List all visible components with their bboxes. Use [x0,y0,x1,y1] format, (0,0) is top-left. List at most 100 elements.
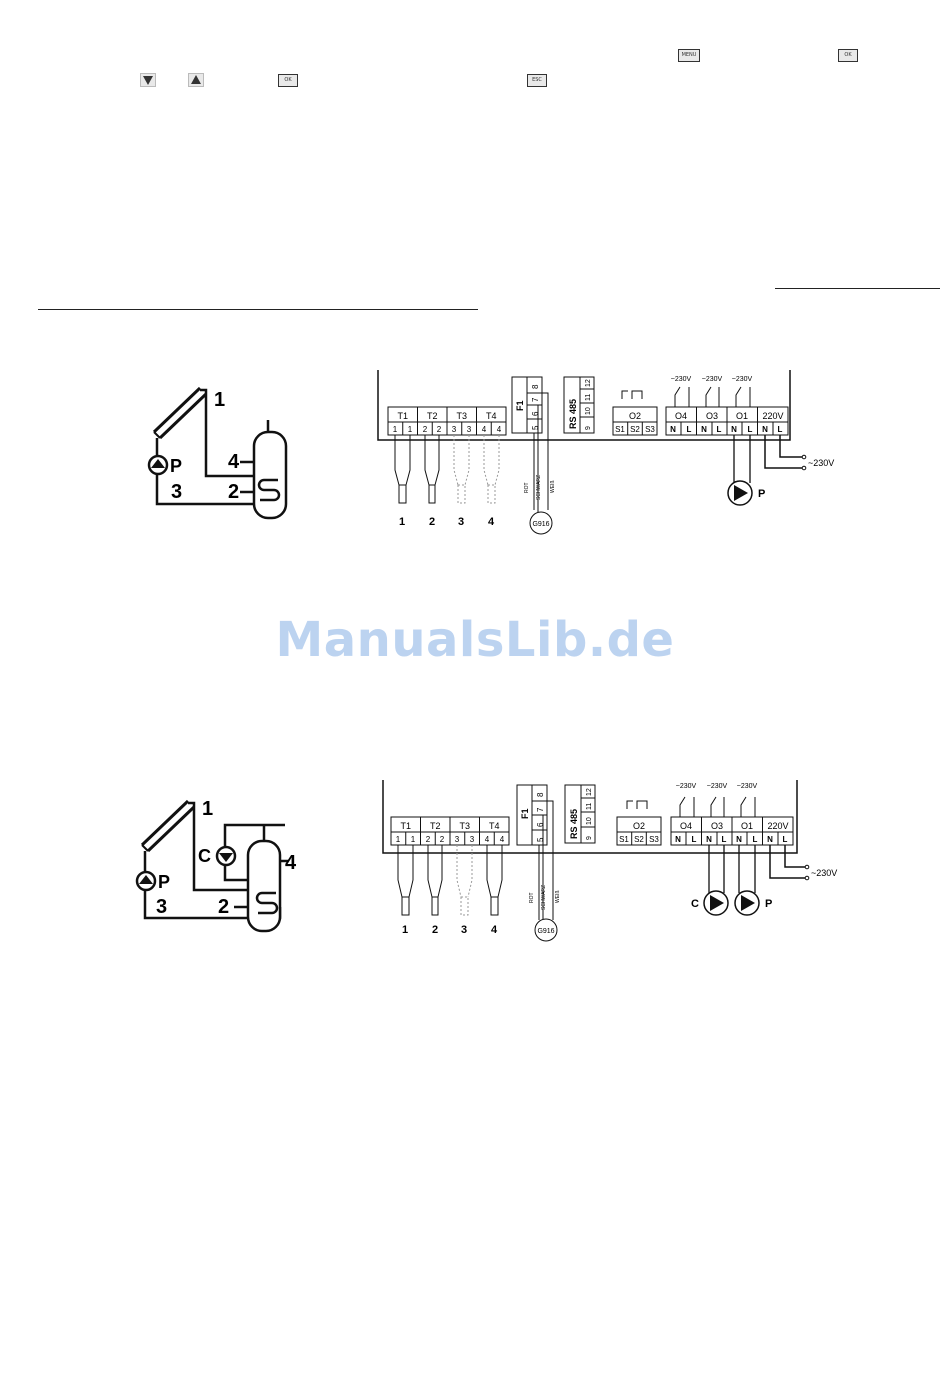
terminal-T1: T1 [400,821,411,831]
probe-label-1: 1 [399,516,405,528]
voltage-label: ~230V [702,376,723,383]
hydraulic-scheme-2: 1 4 2 3 P C [135,798,297,933]
rs485-pin: 10 [585,407,592,415]
watermark-text: ManualsLib.de [275,612,675,668]
terminal-num: 3 [467,425,472,434]
output-pin: N [762,425,768,434]
ok-button-icon: OK [838,49,858,62]
terminal-num: 2 [440,835,445,844]
storage-tank-icon [252,420,288,520]
o2-pin: S3 [645,425,655,434]
output-pin: N [731,425,737,434]
output-O4: O4 [680,821,692,831]
circulation-pump-icon [215,845,237,867]
output-O1: O1 [736,411,748,421]
pump-P-icon [734,890,760,916]
terminal-T4: T4 [486,411,497,421]
sensor-probes [394,435,500,504]
output-220V: 220V [762,411,783,421]
sensor-label: G916 [532,521,549,528]
mains-label: ~230V [808,458,834,468]
rs485-label: RS 485 [568,399,578,429]
label-pump: P [158,872,170,892]
wire-color-label: WEIß [555,891,561,904]
probe-label-2: 2 [429,516,435,528]
pump-icon [135,870,157,892]
probe-label-4: 4 [488,516,495,528]
sensor-label: G916 [537,928,554,935]
f1-terminal: F1 8 7 6 5 [511,376,543,434]
terminal-num: 4 [500,835,505,844]
terminal-num: 4 [485,835,490,844]
output-pin: N [706,835,712,844]
output-O3: O3 [706,411,718,421]
f1-label: F1 [515,400,525,411]
probe-label-3: 3 [461,924,467,936]
label-tank-bottom: 2 [228,481,239,503]
output-pin: L [778,425,783,434]
voltage-label: ~230V [676,783,697,790]
wire-color-label: WEIß [550,481,556,494]
terminal-num: 1 [396,835,401,844]
terminal-num: 1 [408,425,413,434]
o2-label: O2 [629,411,641,421]
wire-color-label: SCHWARZ [536,475,542,500]
o2-relay-terminal: O2 S1 S2 S3 [612,390,658,436]
label-tank-top: 4 [285,852,297,874]
g916-sensor-icon [534,918,558,942]
divider-rule-right [775,288,940,289]
label-collector: 1 [214,389,225,411]
output-pin: L [692,835,697,844]
output-pin: L [722,835,727,844]
o2-pin: S2 [630,425,640,434]
hydraulic-scheme-1: 1 4 2 3 P [147,386,288,520]
label-circ: C [198,846,211,866]
o2-pin: S3 [649,835,659,844]
probe-label-2: 2 [432,924,438,936]
terminal-num: 2 [437,425,442,434]
o2-pin: S2 [634,835,644,844]
terminal-num: 2 [426,835,431,844]
up-arrow-icon [188,73,204,87]
esc-button-icon: ESC [527,74,547,87]
rs485-label: RS 485 [569,809,579,839]
wiring-diagram-2: T1 T2 T3 T4 1 1 2 2 3 3 4 4 F1 8 7 6 5 R… [382,780,837,942]
down-arrow-icon [140,73,156,87]
label-tank-top: 4 [228,451,240,473]
output-pin: L [717,425,722,434]
pump-label: C [691,898,699,910]
pump-P-icon [727,480,753,506]
pump-C-icon [703,890,729,916]
output-terminals: O4 O3 O1 220V N L N L N L N L ~230V ~230… [665,376,789,436]
terminal-num: 4 [482,425,487,434]
output-pin: L [687,425,692,434]
probe-label-1: 1 [402,924,408,936]
output-pin: L [753,835,758,844]
f1-pin: 5 [531,425,540,430]
terminal-block-T: T1 T2 T3 T4 1 1 2 2 3 3 4 4 [387,406,507,436]
rs485-pin: 9 [586,836,593,840]
output-pin: N [675,835,681,844]
output-220V: 220V [767,821,788,831]
rs485-pin: 12 [586,788,593,796]
pump-icon [147,454,169,476]
voltage-label: ~230V [737,783,758,790]
terminal-block-T: T1 T2 T3 T4 1 1 2 2 3 3 4 4 [390,816,510,846]
output-pin: N [701,425,707,434]
solar-collector-icon [152,386,208,440]
terminal-T4: T4 [489,821,500,831]
label-pump: P [170,456,182,476]
f1-pin: 6 [536,822,545,827]
rs485-terminal: RS 485 12 11 10 9 [563,376,595,434]
output-terminals: O4 O3 O1 220V N L N L N L N L ~230V ~230… [670,783,794,846]
terminal-T3: T3 [459,821,470,831]
f1-pin: 5 [536,837,545,842]
wire-color-label: SCHWARZ [541,885,547,910]
o2-pin: S1 [619,835,629,844]
terminal-num: 3 [470,835,475,844]
solar-collector-icon [140,799,196,853]
output-pin: L [748,425,753,434]
terminal-num: 1 [411,835,416,844]
terminal-num: 4 [497,425,502,434]
terminal-T2: T2 [427,411,438,421]
